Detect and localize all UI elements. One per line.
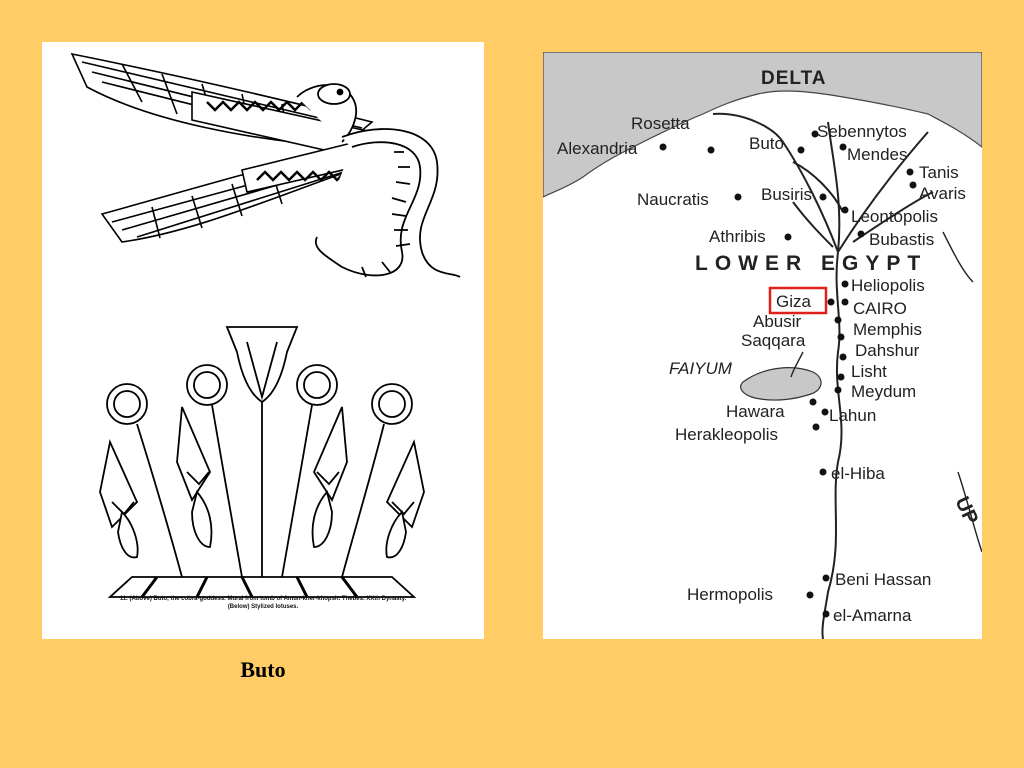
city-dot xyxy=(834,386,842,394)
city-dot xyxy=(812,423,820,431)
city-dot xyxy=(784,233,792,241)
city-dot xyxy=(822,574,830,582)
label-avaris: Avaris xyxy=(919,184,966,203)
giza-highlight-box xyxy=(768,286,828,315)
label-lahun: Lahun xyxy=(829,406,876,425)
label-meydum: Meydum xyxy=(851,382,916,401)
label-abusir: Abusir xyxy=(753,312,802,331)
label-el-amarna: el-Amarna xyxy=(833,606,912,625)
city-dot xyxy=(659,143,667,151)
city-dot xyxy=(821,408,829,416)
city-dot xyxy=(827,298,835,306)
city-dot xyxy=(841,206,849,214)
label-hawara: Hawara xyxy=(726,402,785,421)
city-dot xyxy=(834,316,842,324)
cobra-body xyxy=(296,83,461,278)
map-svg: DELTA Rosetta Alexandria Buto Sebennytos… xyxy=(543,52,982,639)
city-dot xyxy=(822,610,830,618)
label-beni-hassan: Beni Hassan xyxy=(835,570,931,589)
city-dot xyxy=(734,193,742,201)
city-dot xyxy=(841,298,849,306)
faiyum-lake xyxy=(740,367,822,401)
label-sebennytos: Sebennytos xyxy=(817,122,907,141)
city-dot xyxy=(906,168,914,176)
label-buto: Buto xyxy=(749,134,784,153)
city-dot xyxy=(839,353,847,361)
label-leontopolis: Leontopolis xyxy=(851,207,938,226)
label-hermopolis: Hermopolis xyxy=(687,585,773,604)
label-saqqara: Saqqara xyxy=(741,331,806,350)
stylized-lotuses xyxy=(99,326,425,598)
label-bubastis: Bubastis xyxy=(869,230,934,249)
label-tanis: Tanis xyxy=(919,163,959,182)
city-markers xyxy=(659,130,917,618)
lower-egypt-map: DELTA Rosetta Alexandria Buto Sebennytos… xyxy=(543,52,982,639)
city-dot xyxy=(797,146,805,154)
city-dot xyxy=(909,181,917,189)
cobra-wing-lower xyxy=(100,136,374,243)
city-dot xyxy=(839,143,847,151)
label-mendes: Mendes xyxy=(847,145,907,164)
label-el-hiba: el-Hiba xyxy=(831,464,885,483)
label-heliopolis: Heliopolis xyxy=(851,276,925,295)
label-dahshur: Dahshur xyxy=(855,341,920,360)
label-faiyum: FAIYUM xyxy=(669,359,733,378)
city-dot xyxy=(837,333,845,341)
cobra-and-lotus-drawing xyxy=(70,52,461,598)
city-dot xyxy=(819,468,827,476)
label-cairo: CAIRO xyxy=(853,299,907,318)
nile-river xyxy=(712,112,982,639)
label-naucratis: Naucratis xyxy=(637,190,709,209)
buto-illustration-panel: 11. (Above) Buto, the cobra-goddess. Mur… xyxy=(42,42,484,639)
city-dot xyxy=(811,130,819,138)
city-dot xyxy=(809,398,817,406)
label-giza: Giza xyxy=(776,292,812,311)
mediterranean-sea xyxy=(543,52,982,198)
label-athribis: Athribis xyxy=(709,227,766,246)
illustration-caption: 11. (Above) Buto, the cobra-goddess. Mur… xyxy=(119,596,407,610)
city-dot xyxy=(857,230,865,238)
label-rosetta: Rosetta xyxy=(631,114,690,133)
label-lisht: Lisht xyxy=(851,362,887,381)
city-dot xyxy=(806,591,814,599)
city-dot xyxy=(819,193,827,201)
label-herakleopolis: Herakleopolis xyxy=(675,425,778,444)
city-dot xyxy=(841,280,849,288)
label-memphis: Memphis xyxy=(853,320,922,339)
slide-caption: Buto xyxy=(240,657,286,682)
label-delta: DELTA xyxy=(761,68,827,89)
label-alexandria: Alexandria xyxy=(557,139,638,158)
city-dot xyxy=(837,373,845,381)
cobra-wing-upper xyxy=(70,52,374,155)
label-lower-egypt: LOWER EGYPT xyxy=(695,252,927,275)
city-dot xyxy=(707,146,715,154)
label-busiris: Busiris xyxy=(761,185,812,204)
label-up: UP xyxy=(951,493,982,527)
